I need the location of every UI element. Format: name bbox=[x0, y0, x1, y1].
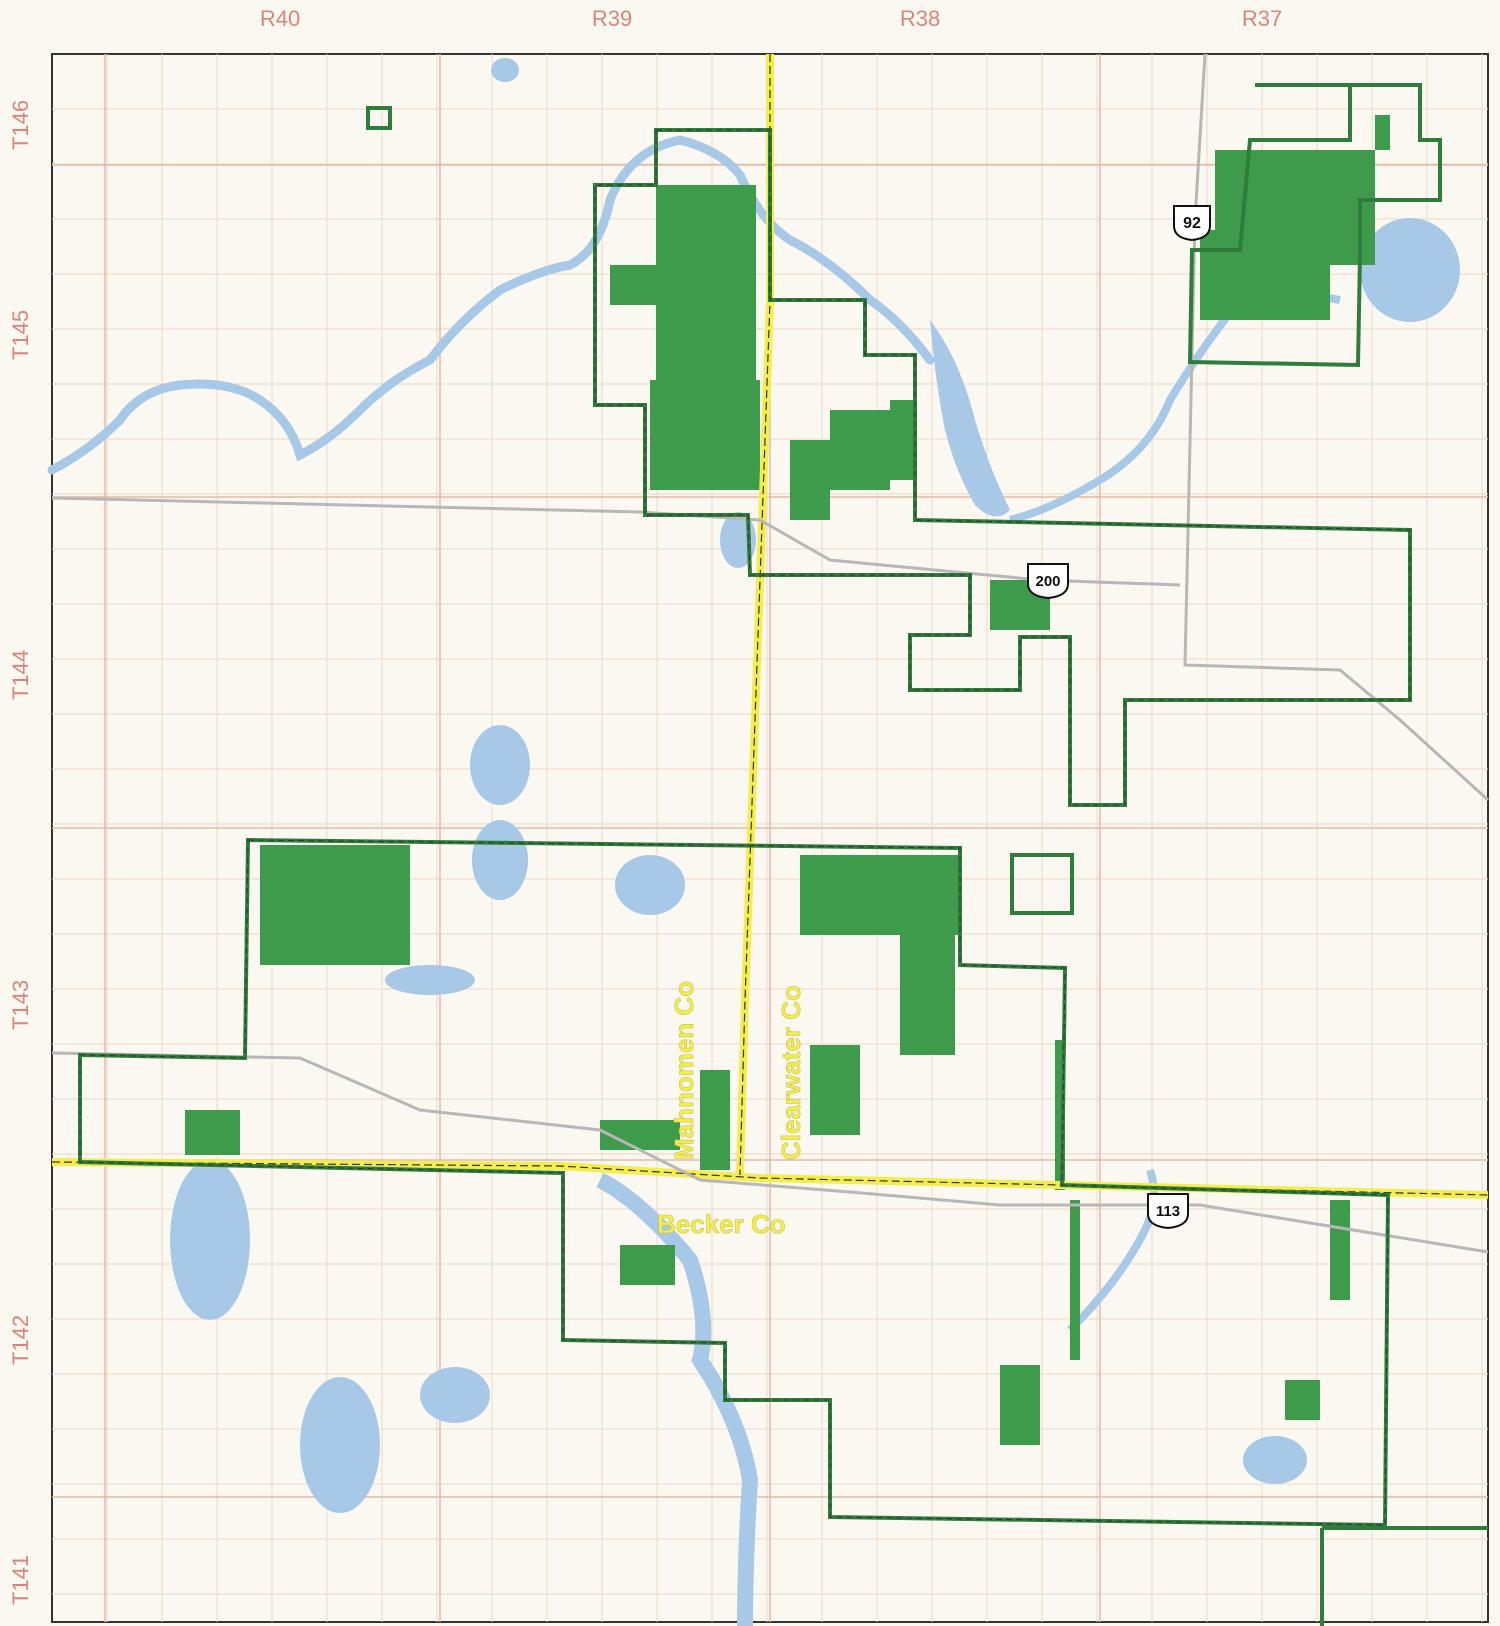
boundary-small bbox=[1010, 853, 1074, 915]
land-parcel bbox=[790, 440, 830, 520]
boundary-se bbox=[1320, 1526, 1488, 1626]
state-land-layer bbox=[185, 115, 1390, 1445]
road-200 bbox=[51, 496, 1181, 587]
lake-ne bbox=[1360, 218, 1460, 322]
shield-92-icon bbox=[1173, 205, 1211, 242]
land-parcel bbox=[900, 935, 955, 1055]
land-parcel bbox=[656, 185, 756, 380]
land-parcel bbox=[650, 380, 760, 490]
shield-200-label: 200 bbox=[1035, 573, 1060, 590]
lake-sw1 bbox=[170, 1160, 250, 1320]
land-parcel bbox=[830, 410, 890, 490]
road-113 bbox=[51, 1051, 1489, 1254]
highway-shield-113: 113 bbox=[1147, 1193, 1189, 1230]
land-parcel bbox=[1330, 1200, 1350, 1300]
highway-shield-92: 92 bbox=[1173, 205, 1211, 242]
lake-long bbox=[930, 320, 1010, 517]
range-label-r39: R39 bbox=[591, 6, 633, 31]
lake-sw3 bbox=[420, 1367, 490, 1423]
lake-mid4 bbox=[385, 965, 475, 995]
river-west bbox=[47, 135, 935, 475]
lake-mid3 bbox=[615, 855, 685, 915]
land-parcel bbox=[1070, 1200, 1080, 1360]
boundary-tiny bbox=[366, 106, 392, 130]
lake-mid1 bbox=[470, 725, 530, 805]
land-parcel bbox=[1375, 115, 1390, 150]
shield-92-label: 92 bbox=[1183, 215, 1201, 232]
highway-shield-200: 200 bbox=[1027, 563, 1069, 600]
land-parcel bbox=[890, 400, 915, 480]
land-parcel bbox=[260, 845, 410, 965]
land-parcel bbox=[800, 855, 960, 935]
land-parcel bbox=[185, 1110, 240, 1155]
range-label-r40: R40 bbox=[259, 6, 301, 31]
land-parcel bbox=[1000, 1365, 1040, 1445]
lake-upper-small bbox=[491, 58, 519, 82]
shield-200-icon bbox=[1027, 563, 1069, 600]
lake-mid2 bbox=[472, 820, 528, 900]
range-label-r38: R38 bbox=[899, 6, 941, 31]
land-parcel bbox=[620, 1245, 675, 1285]
land-parcel bbox=[810, 1045, 860, 1135]
land-parcel bbox=[700, 1070, 730, 1170]
boundary-center bbox=[78, 837, 1391, 1528]
range-label-r37: R37 bbox=[1241, 6, 1283, 31]
land-parcel bbox=[610, 265, 660, 305]
land-parcel bbox=[1200, 230, 1330, 320]
boundary-nw-dash bbox=[594, 129, 1411, 806]
shield-113-icon bbox=[1147, 1193, 1189, 1230]
road-92 bbox=[1183, 53, 1490, 802]
county-label-mahnomen: Mahnomen Co bbox=[669, 981, 699, 1160]
county-line-horizontal-dash bbox=[51, 1161, 1489, 1196]
boundary-ne bbox=[1187, 83, 1442, 368]
land-parcel bbox=[1285, 1380, 1320, 1420]
river-south bbox=[596, 1172, 759, 1626]
county-label-clearwater: Clearwater Co bbox=[776, 985, 806, 1160]
county-label-becker: Becker Co bbox=[657, 1209, 786, 1239]
river-se bbox=[1067, 1168, 1158, 1333]
land-parcel bbox=[1055, 1040, 1065, 1190]
lake-se bbox=[1243, 1436, 1307, 1484]
shield-113-label: 113 bbox=[1156, 1203, 1180, 1220]
boundary-dashes bbox=[79, 129, 1411, 1526]
lake-sw2 bbox=[300, 1377, 380, 1513]
